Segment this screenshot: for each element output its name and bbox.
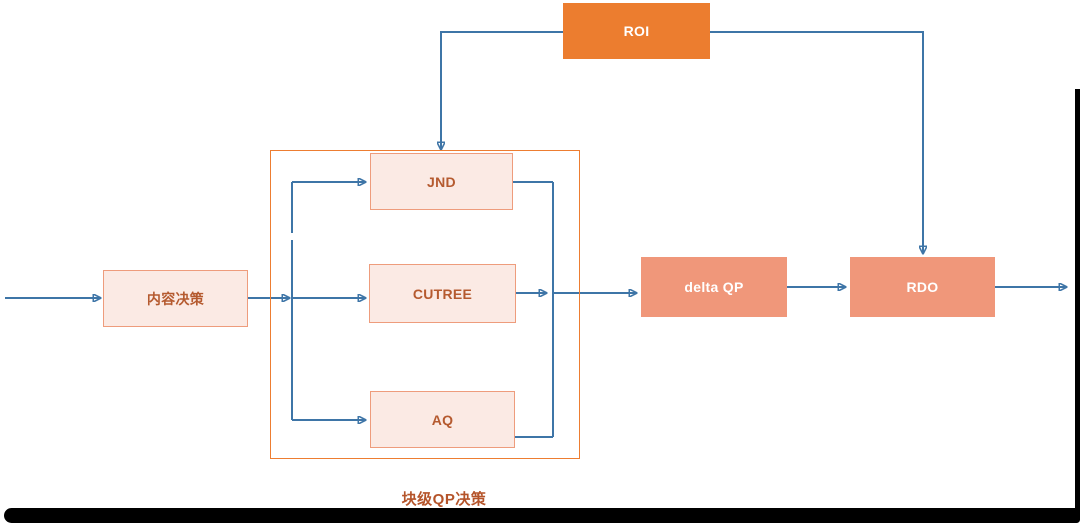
node-roi: ROI [563, 3, 710, 59]
node-rdo: RDO [850, 257, 995, 317]
node-jnd: JND [370, 153, 513, 210]
block-qp-group-box [270, 150, 580, 459]
window-frame-right [1075, 89, 1080, 517]
group-caption: 块级QP决策 [401, 491, 487, 508]
window-frame-bottom [4, 508, 1080, 523]
edge-roi-to-rdo [710, 31, 923, 253]
node-delta-qp: delta QP [641, 257, 787, 317]
node-cutree: CUTREE [369, 264, 516, 323]
edge-roi-to-jnd [441, 31, 563, 149]
node-content-decision: 内容决策 [103, 270, 248, 327]
node-aq: AQ [370, 391, 515, 448]
